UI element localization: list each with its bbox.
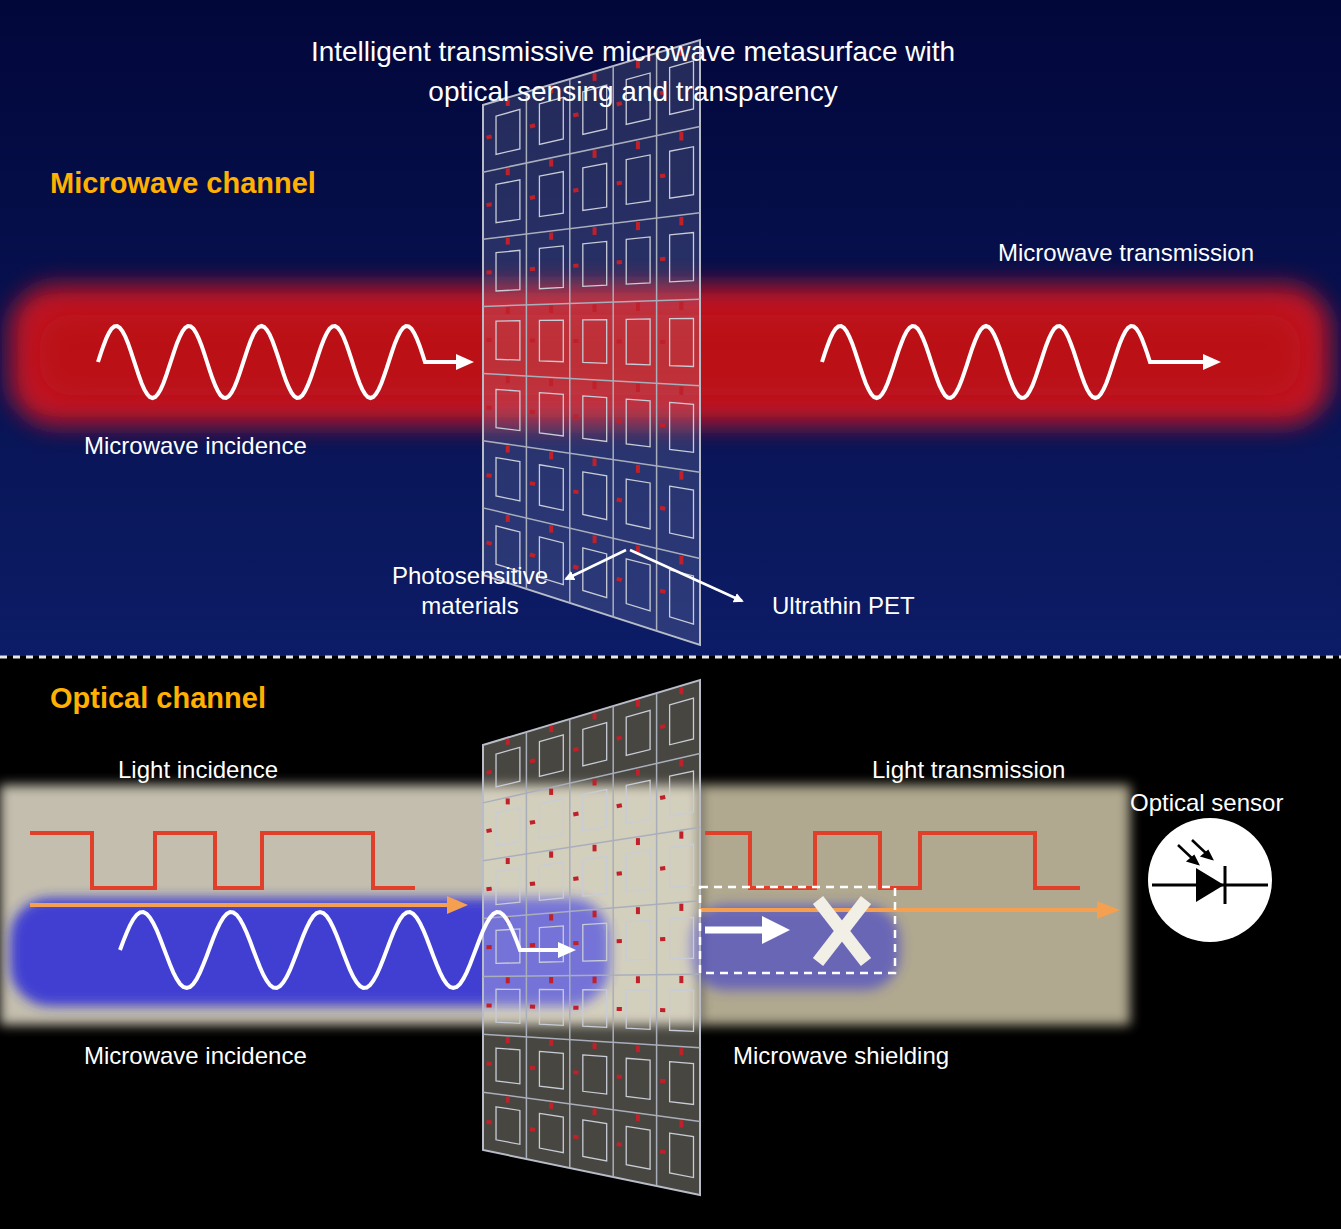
channel-heading: Microwave channel (50, 166, 316, 200)
square-wave (30, 833, 415, 888)
annotation-label: Microwave transmission (998, 238, 1254, 268)
sine-wave (822, 326, 1205, 398)
channel-band: Optical channel (0, 658, 1341, 1229)
annotation-label: Photosensitive materials (375, 561, 565, 621)
channel-heading: Optical channel (50, 681, 266, 715)
arrow-head (558, 942, 576, 958)
annotation-label: Microwave incidence (84, 431, 307, 461)
top-ground (0, 0, 1341, 656)
annotation-label: Microwave shielding (733, 1041, 949, 1071)
leader-arrow (630, 550, 742, 601)
metasurface-panel (483, 40, 700, 645)
light-arrow-head (447, 896, 468, 914)
waves (98, 326, 1221, 988)
divider (0, 656, 1341, 659)
arrow-head (1203, 354, 1221, 370)
blocked-arrow (705, 927, 765, 934)
sine-wave (120, 912, 560, 988)
photodiode-symbol (1148, 818, 1272, 942)
cross-mark (818, 900, 866, 962)
annotation-label: Ultrathin PET (772, 591, 915, 621)
leader-arrow (566, 550, 626, 579)
arrow-head (456, 354, 474, 370)
channel-band: Microwave channel (0, 0, 1341, 656)
bottom-ground (0, 656, 1341, 1229)
light-arrow-head (1097, 901, 1120, 919)
sine-wave (98, 326, 458, 398)
annotation-label: Microwave incidence (84, 1041, 307, 1071)
light-arrow (700, 908, 1105, 912)
light-arrow (30, 903, 455, 907)
square-wave (705, 833, 1080, 888)
annotation-label: Light incidence (118, 755, 278, 785)
diagram-title: Intelligent transmissive microwave metas… (273, 32, 993, 112)
annotation-label: Light transmission (872, 755, 1065, 785)
annotation-label: Optical sensor (1130, 788, 1283, 818)
shield-box (700, 887, 895, 973)
blue-beam (10, 898, 900, 1006)
blocked-arrow-head (762, 916, 790, 944)
